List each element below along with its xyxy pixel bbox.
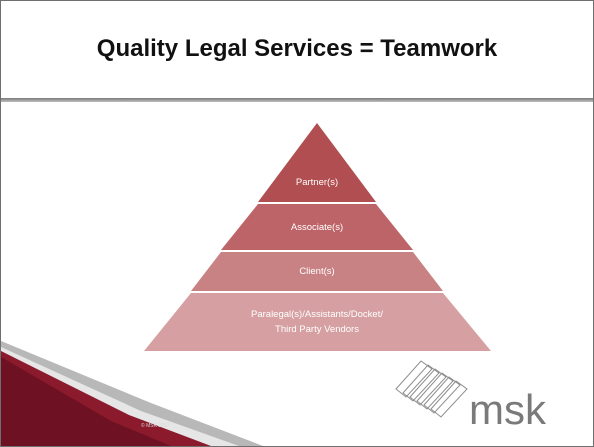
title-bar: Quality Legal Services = Teamwork — [1, 1, 593, 97]
slide-title: Quality Legal Services = Teamwork — [96, 35, 498, 62]
corner-swoosh-decoration — [1, 341, 263, 446]
msk-logo — [395, 360, 468, 418]
pyramid-label-associates: Associate(s) — [291, 222, 343, 233]
pyramid-label-support-line1: Paralegal(s)/Assistants/Docket/ — [251, 309, 383, 320]
copyright-text: © MSK 2017 — [141, 423, 170, 429]
pyramid-level-associates — [221, 204, 413, 250]
msk-logo-mark-icon — [395, 360, 468, 418]
title-divider — [1, 98, 593, 102]
pyramid-label-partners: Partner(s) — [296, 177, 338, 188]
pyramid-label-support-line2: Third Party Vendors — [275, 324, 359, 335]
pyramid-level-clients — [191, 252, 443, 291]
pyramid-label-clients: Client(s) — [299, 266, 334, 277]
pyramid-level-support — [144, 293, 491, 351]
pyramid-level-partners — [258, 123, 376, 202]
msk-wordmark: msk — [469, 386, 547, 433]
